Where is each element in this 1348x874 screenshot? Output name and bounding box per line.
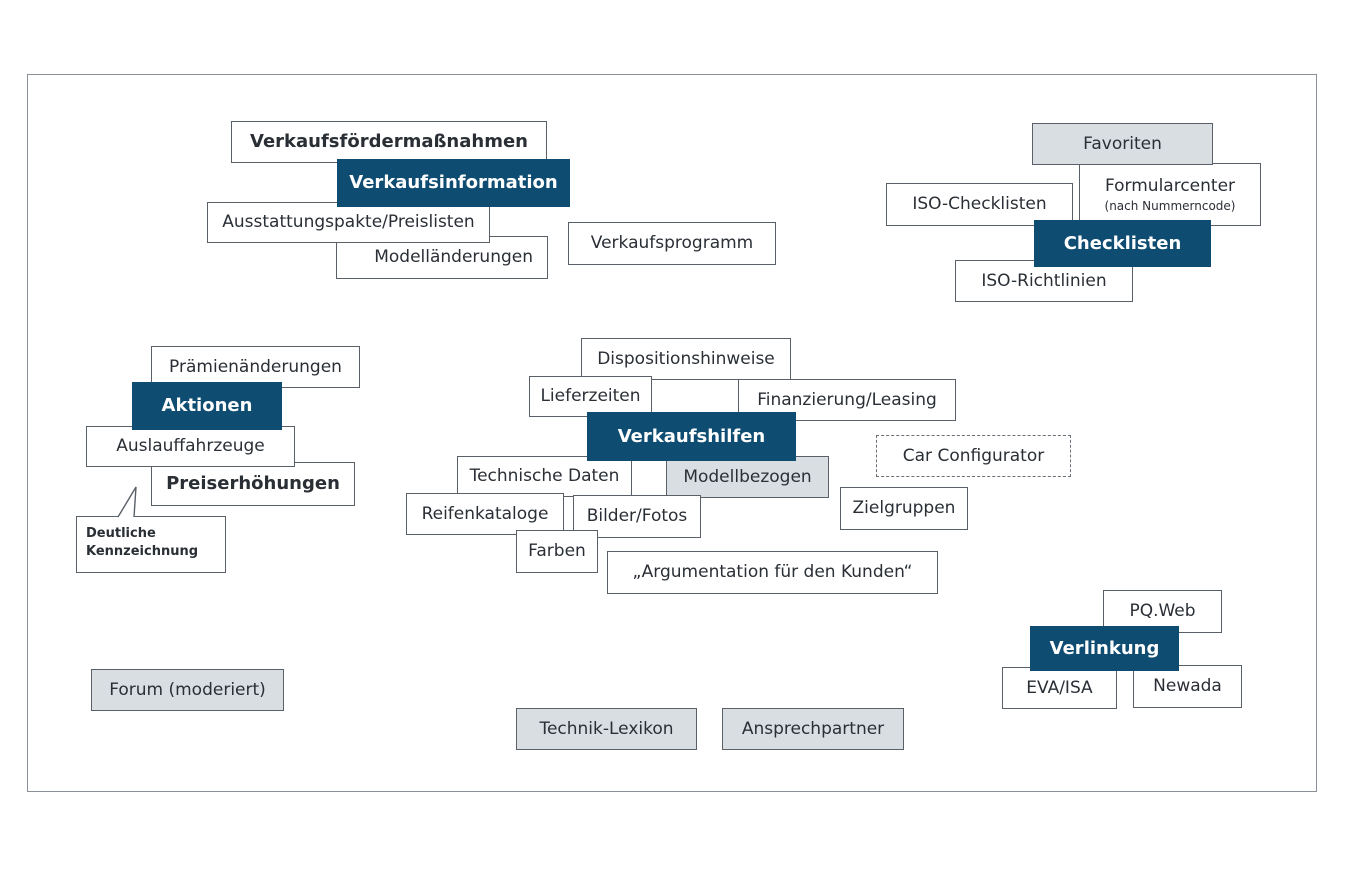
node-modellbezogen: Modellbezogen [666,456,829,498]
node-iso-richtlinien: ISO-Richtlinien [955,260,1133,302]
node-label: „Argumentation für den Kunden“ [632,562,913,582]
node-eva-isa: EVA/ISA [1002,667,1117,709]
node-label: ISO-Richtlinien [981,270,1107,291]
node-label: Prämienänderungen [169,356,342,377]
node-technik-lexikon: Technik-Lexikon [516,708,697,750]
node-label: Verlinkung [1049,637,1160,659]
node-label: Forum (moderiert) [109,679,266,700]
node-label: PQ.Web [1129,601,1196,621]
node-label: Zielgruppen [852,498,956,518]
node-label: Checklisten [1063,232,1182,254]
node-checklisten: Checklisten [1034,220,1211,267]
node-label: Newada [1153,676,1222,696]
note-line: Deutliche [86,526,156,541]
node-zielgruppen: Zielgruppen [840,487,968,530]
node-modellaenderungen: Modelländerungen [336,236,548,279]
node-label: Technik-Lexikon [539,718,674,739]
node-farben: Farben [516,530,598,573]
node-label: Car Configurator [902,445,1045,466]
node-label: Verkaufsprogramm [590,233,754,253]
node-label: Formularcenter [1104,176,1236,197]
node-label: Modellbezogen [683,466,812,487]
node-dispositionshinweise: Dispositionshinweise [581,338,791,380]
node-label: Aktionen [161,395,253,416]
node-technische-daten: Technische Daten [457,456,632,497]
node-lieferzeiten: Lieferzeiten [529,376,652,417]
node-label: Farben [528,541,586,561]
node-label: Reifenkataloge [421,503,549,524]
node-label: Modelländerungen [374,247,533,267]
node-label: Verkaufshilfen [617,425,766,447]
node-favoriten: Favoriten [1032,123,1213,165]
node-verkaufsinformation: Verkaufsinformation [337,159,570,207]
node-label: Favoriten [1083,133,1162,154]
node-argumentation: „Argumentation für den Kunden“ [607,551,938,594]
node-label: Ansprechpartner [741,718,885,739]
node-verkaufsprogramm: Verkaufsprogramm [568,222,776,265]
node-formularcenter: Formularcenter (nach Nummerncode) [1079,163,1261,226]
node-label: Verkaufsinformation [349,172,558,193]
node-praemienaenderungen: Prämienänderungen [151,346,360,388]
node-verlinkung: Verlinkung [1030,626,1179,671]
node-label: EVA/ISA [1026,677,1093,698]
node-forum-moderiert: Forum (moderiert) [91,669,284,711]
node-reifenkataloge: Reifenkataloge [406,493,564,535]
node-aktionen: Aktionen [132,382,282,430]
node-sublabel: (nach Nummerncode) [1104,198,1236,213]
node-car-configurator: Car Configurator [876,435,1071,477]
node-label: Preiserhöhungen [166,473,340,494]
node-preiserhoehungen: Preiserhöhungen [151,462,355,506]
node-label: Auslauffahrzeuge [116,436,265,456]
node-label: Lieferzeiten [540,386,641,406]
diagram-frame [27,74,1317,792]
node-iso-checklisten: ISO-Checklisten [886,183,1073,226]
node-newada: Newada [1133,665,1242,708]
node-label: Dispositionshinweise [597,348,775,369]
node-verkaufshilfen: Verkaufshilfen [587,412,796,461]
node-ansprechpartner: Ansprechpartner [722,708,904,750]
node-label: Finanzierung/Leasing [757,389,937,410]
note-line: Kennzeichnung [86,543,199,559]
node-pq-web: PQ.Web [1103,590,1222,633]
note-deutliche-kennzeichnung: Deutliche Kennzeichnung [76,516,226,573]
node-bilder-fotos: Bilder/Fotos [573,495,701,538]
node-label: Technische Daten [469,466,620,486]
node-label: Ausstattungspakte/Preislisten [222,212,475,232]
node-label: Verkaufsfördermaßnahmen [250,131,528,152]
node-auslauffahrzeuge: Auslauffahrzeuge [86,426,295,467]
node-label: ISO-Checklisten [912,194,1047,214]
node-label: Bilder/Fotos [586,506,688,526]
